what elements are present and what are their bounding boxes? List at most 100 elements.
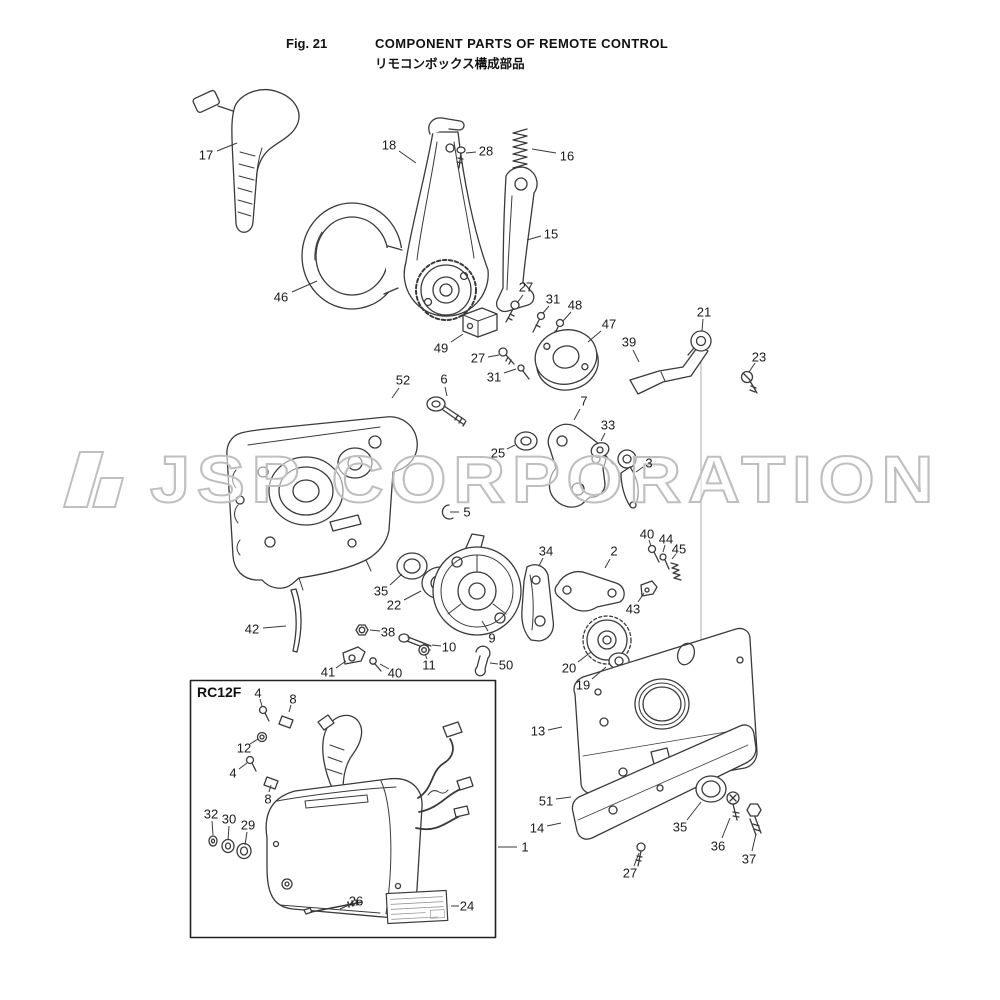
part-number-34: 34: [539, 544, 553, 559]
part-number-25: 25: [491, 446, 505, 461]
part-4-screw-b: [245, 755, 257, 772]
leader-line-9: [481, 620, 489, 632]
leader-line-52: [391, 387, 400, 399]
part-14-bottom-plate: [571, 724, 757, 840]
part-27-screw-b: [498, 347, 515, 365]
part-number-27: 27: [471, 351, 485, 366]
part-number-30: 30: [222, 812, 236, 827]
part-number-2: 2: [610, 544, 617, 559]
part-number-39: 39: [622, 335, 636, 350]
figure-number: Fig. 21: [286, 36, 328, 51]
leader-line-38: [369, 629, 381, 632]
leader-line-14: [546, 822, 562, 827]
watermark-logo-icon: [62, 451, 105, 508]
part-number-41: 41: [321, 665, 335, 680]
part-40-screw-a: [647, 544, 660, 563]
part-25-washer: [514, 431, 538, 451]
leader-line-21: [701, 318, 704, 332]
leader-line-17: [216, 142, 238, 152]
leader-line-22: [403, 590, 422, 601]
part-49-cable-block: [462, 307, 498, 338]
leader-line-6: [444, 386, 448, 397]
leader-line-33: [600, 432, 606, 442]
leader-line-20: [577, 651, 592, 663]
part-number-46: 46: [274, 290, 288, 305]
leader-line-3: [635, 466, 644, 473]
leader-line-32: [211, 820, 214, 836]
leader-line-27: [516, 294, 524, 304]
part-43-bracket: [640, 580, 658, 597]
part-28-screw: [456, 146, 466, 169]
part-number-31: 31: [487, 370, 501, 385]
leader-line-31: [542, 305, 550, 314]
part-number-35: 35: [673, 820, 687, 835]
leader-line-47: [587, 330, 602, 343]
part-number-36: 36: [711, 839, 725, 854]
part-number-4: 4: [254, 686, 261, 701]
part-number-28: 28: [479, 144, 493, 159]
inset-model-label: RC12F: [197, 684, 242, 700]
part-45-spring: [670, 562, 682, 581]
part-number-11: 11: [422, 658, 436, 673]
part-number-48: 48: [568, 298, 582, 313]
part-number-27: 27: [623, 866, 637, 881]
part-20-gear: [582, 615, 632, 665]
unit-body: [265, 777, 423, 918]
leader-line-41: [335, 660, 347, 669]
watermark-logo-icon-2: [91, 477, 125, 508]
part-37-bolt: [746, 803, 762, 836]
figure-title-ja: リモコンボックス構成部品: [375, 57, 525, 71]
part-36-bolt: [726, 791, 740, 821]
leader-line-4: [259, 698, 263, 707]
part-number-7: 7: [580, 394, 587, 409]
part-21-ring: [687, 330, 712, 356]
unit-cables: [415, 721, 474, 831]
part-number-22: 22: [387, 598, 401, 613]
leader-line-39: [632, 349, 640, 363]
leader-line-28: [465, 151, 477, 154]
part-number-4: 4: [229, 766, 236, 781]
part-34-plate: [521, 564, 555, 642]
leader-line-19: [591, 666, 607, 680]
part-50-hook: [474, 645, 491, 677]
leader-line-30: [227, 825, 230, 841]
leader-line-42: [262, 625, 287, 629]
part-number-24: 24: [460, 899, 474, 914]
leader-line-36: [721, 817, 731, 839]
part-10-bolt: [398, 633, 432, 652]
part-4-screw-a: [258, 705, 270, 722]
part-38-nut: [355, 624, 369, 636]
part-31-screw-a: [532, 311, 546, 333]
part-number-47: 47: [602, 317, 616, 332]
leader-line-37: [751, 833, 757, 852]
part-33-link: [590, 442, 614, 465]
watermark: JSP CORPORATION: [62, 441, 935, 517]
part-number-26: 26: [349, 894, 363, 909]
part-8-bushing-a: [278, 715, 294, 729]
part-2-link-arm: [554, 570, 625, 612]
leader-line-35: [389, 573, 403, 586]
part-47-cam-disc: [534, 329, 599, 391]
part-number-52: 52: [396, 373, 410, 388]
part-42-strip: [290, 588, 302, 653]
leader-line-16: [531, 148, 557, 154]
part-number-5: 5: [463, 505, 470, 520]
part-number-3: 3: [645, 456, 652, 471]
part-number-18: 18: [382, 138, 396, 153]
part-3-lever: [617, 449, 639, 509]
part-7-bracket: [547, 423, 607, 508]
part-12-washer: [256, 731, 268, 743]
part-number-9: 9: [488, 631, 495, 646]
leader-line-10: [431, 644, 442, 647]
part-number-27: 27: [519, 280, 533, 295]
leader-line-2: [604, 558, 611, 569]
part-24-spec-label: [385, 889, 449, 925]
part-number-45: 45: [672, 542, 686, 557]
part-8-bushing-b: [263, 776, 279, 790]
part-number-50: 50: [499, 658, 513, 673]
leader-line-11: [424, 653, 428, 660]
part-number-37: 37: [742, 852, 756, 867]
leader-line-40: [648, 539, 652, 547]
